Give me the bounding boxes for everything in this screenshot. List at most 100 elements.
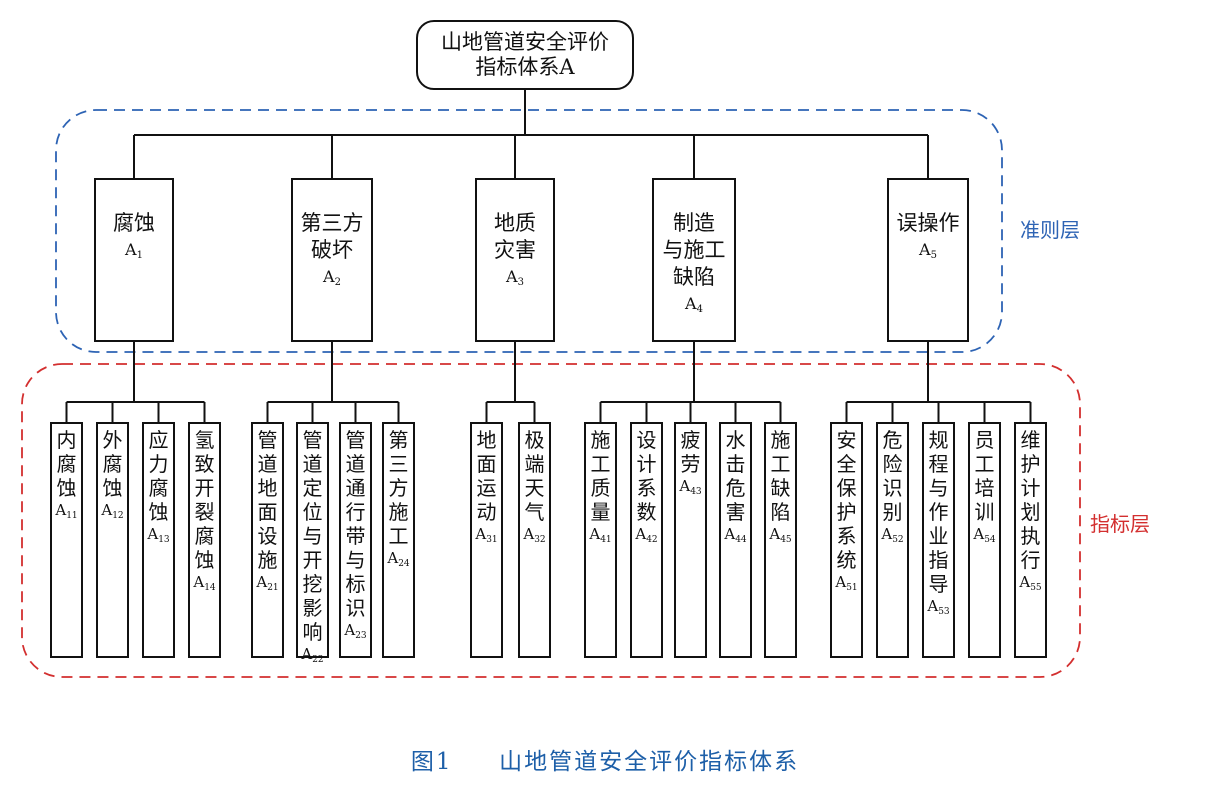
indicator-label: 水击危害: [725, 428, 746, 524]
indicator-layer-label: 指标层: [1090, 512, 1150, 536]
root-node: 山地管道安全评价 指标体系A: [416, 20, 634, 90]
criterion-label: 第三方 破坏: [300, 211, 364, 262]
indicator-code-sub: 43: [690, 487, 702, 497]
criterion-code-sub: 2: [334, 277, 341, 288]
root-line-1: 山地管道安全评价: [441, 30, 609, 54]
indicator-code-letter: A: [724, 525, 736, 543]
indicator-code-sub: 42: [646, 535, 658, 545]
indicator-code-letter: A: [835, 573, 847, 591]
indicator-code-sub: 12: [112, 511, 124, 521]
indicator-code-sub: 11: [66, 511, 78, 521]
criterion-code-sub: 5: [930, 250, 937, 261]
indicator-label: 设计系数: [636, 428, 657, 524]
indicator-code-letter: A: [881, 525, 893, 543]
indicator-label: 规程与作业指导: [928, 428, 949, 596]
indicator-code: A43: [679, 477, 701, 501]
indicator-code: A41: [589, 525, 611, 549]
indicator-code: A53: [927, 597, 949, 621]
criterion-label: 地质 灾害: [494, 211, 536, 262]
indicator-code: A42: [635, 525, 657, 549]
indicator-code-sub: 21: [267, 583, 279, 593]
criterion-box: 地质 灾害 A3: [475, 178, 555, 342]
figure-title: 山地管道安全评价指标体系: [499, 749, 800, 775]
indicator-label: 维护计划执行: [1020, 428, 1041, 572]
indicator-label: 员工培训: [974, 428, 995, 524]
indicator-code-sub: 54: [984, 535, 996, 545]
criterion-code-sub: 1: [136, 250, 143, 261]
indicator-code: A21: [256, 573, 278, 597]
indicator-code-sub: 22: [312, 655, 324, 665]
criteria-layer-label: 准则层: [1020, 218, 1080, 242]
root-line-2: 指标体系A: [475, 55, 575, 79]
indicator-code-sub: 52: [892, 535, 904, 545]
indicator-label: 第三方施工: [388, 428, 409, 548]
indicator-label: 危险识别: [882, 428, 903, 524]
indicator-code-letter: A: [635, 525, 647, 543]
criterion-code-letter: A: [919, 240, 931, 259]
indicator-code: A31: [475, 525, 497, 549]
indicator-code-letter: A: [344, 621, 356, 639]
criterion-label: 制造 与施工 缺陷: [662, 211, 726, 289]
indicator-code-sub: 24: [398, 559, 410, 569]
indicator-layer-frame: [21, 363, 1081, 678]
indicator-code: A22: [301, 645, 323, 669]
indicator-code-sub: 45: [780, 535, 792, 545]
indicator-code-letter: A: [55, 501, 67, 519]
indicator-code: A14: [193, 573, 215, 597]
indicator-code-letter: A: [387, 549, 399, 567]
criterion-code-sub: 4: [696, 304, 703, 315]
criterion-code-sub: 3: [517, 277, 524, 288]
indicator-code-sub: 31: [486, 535, 498, 545]
indicator-code: A32: [523, 525, 545, 549]
figure-caption: 图1 山地管道安全评价指标体系: [0, 742, 1210, 776]
indicator-label: 管道通行带与标识: [345, 428, 366, 620]
indicator-code: A54: [973, 525, 995, 549]
indicator-code-sub: 51: [846, 583, 858, 593]
criterion-code: A1: [96, 241, 172, 265]
indicator-code-sub: 55: [1030, 583, 1042, 593]
indicator-code: A51: [835, 573, 857, 597]
indicator-label: 应力腐蚀: [148, 428, 169, 524]
criterion-code: A2: [293, 268, 371, 292]
criterion-box: 制造 与施工 缺陷 A4: [652, 178, 736, 342]
criterion-code: A4: [654, 295, 734, 319]
criterion-code-letter: A: [506, 267, 518, 286]
criterion-box: 第三方 破坏 A2: [291, 178, 373, 342]
indicator-code-letter: A: [1019, 573, 1031, 591]
indicator-code-letter: A: [679, 477, 691, 495]
indicator-code-sub: 32: [534, 535, 546, 545]
indicator-label: 施工质量: [590, 428, 611, 524]
indicator-code-sub: 13: [158, 535, 170, 545]
indicator-label: 氢致开裂腐蚀: [194, 428, 215, 572]
criterion-code: A5: [889, 241, 967, 265]
indicator-label: 安全保护系统: [836, 428, 857, 572]
indicator-code: A23: [344, 621, 366, 645]
indicator-code-letter: A: [927, 597, 939, 615]
indicator-code: A12: [101, 501, 123, 525]
indicator-code-letter: A: [589, 525, 601, 543]
indicator-label: 疲劳: [680, 428, 701, 476]
indicator-code-letter: A: [256, 573, 268, 591]
criterion-code-letter: A: [323, 267, 335, 286]
indicator-label: 地面运动: [476, 428, 497, 524]
indicator-code: A45: [769, 525, 791, 549]
indicator-code: A24: [387, 549, 409, 573]
indicator-code-letter: A: [769, 525, 781, 543]
indicator-code-sub: 44: [735, 535, 747, 545]
